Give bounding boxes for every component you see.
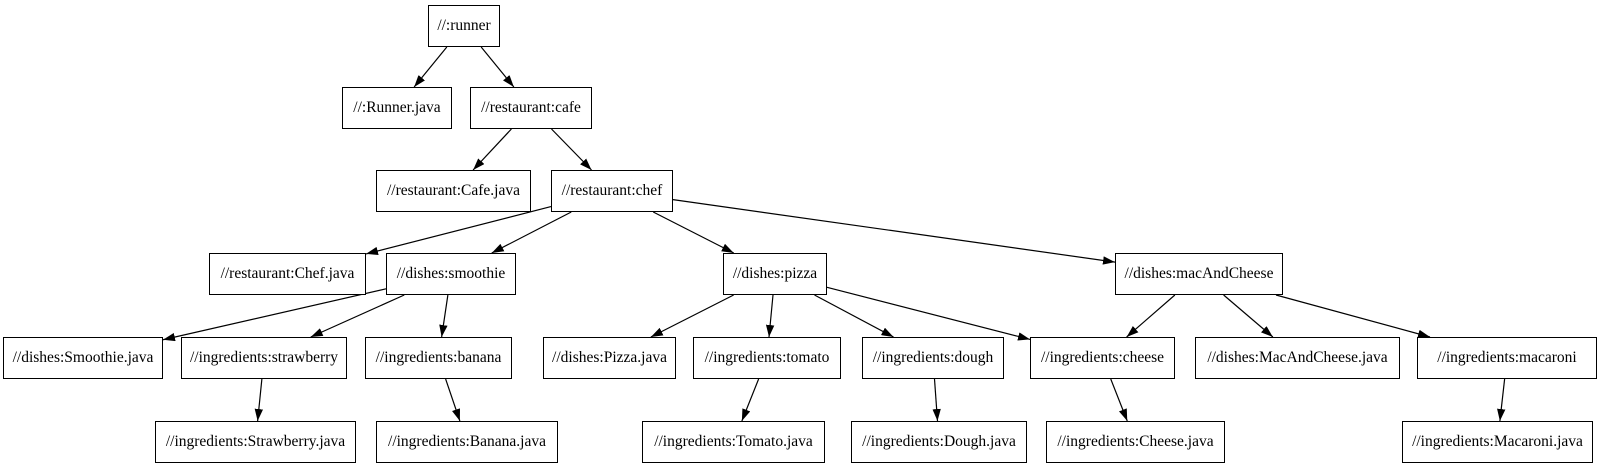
edge-runner-to-runner_java xyxy=(413,46,448,88)
node-restaurant-chef: //restaurant:chef xyxy=(551,170,673,212)
edge-smoothie-to-banana xyxy=(439,294,449,338)
node-ingredients-tomato: //ingredients:tomato xyxy=(693,337,841,379)
node-banana-java: //ingredients:Banana.java xyxy=(376,421,558,463)
edge-banana-to-banana_java xyxy=(445,378,461,422)
node-dishes-smoothie: //dishes:smoothie xyxy=(386,253,516,295)
node-chef-java: //restaurant:Chef.java xyxy=(209,253,366,295)
edge-macaroni-to-macaroni_java xyxy=(1497,378,1506,422)
node-ingredients-macaroni: //ingredients:macaroni xyxy=(1417,337,1597,379)
edge-dough-to-dough_java xyxy=(932,378,941,422)
edge-mac_and_cheese-to-mac_and_cheese_java xyxy=(1223,294,1274,338)
node-dishes-pizza: //dishes:pizza xyxy=(723,253,827,295)
node-macaroni-java: //ingredients:Macaroni.java xyxy=(1402,421,1593,463)
node-ingredients-strawberry: //ingredients:strawberry xyxy=(181,337,347,379)
edge-chef-to-pizza xyxy=(652,211,735,254)
node-pizza-java: //dishes:Pizza.java xyxy=(543,337,676,379)
node-restaurant-cafe: //restaurant:cafe xyxy=(470,87,592,129)
edge-runner-to-cafe xyxy=(480,46,515,88)
node-ingredients-banana: //ingredients:banana xyxy=(365,337,512,379)
edge-cafe-to-chef xyxy=(551,128,592,171)
edge-tomato-to-tomato_java xyxy=(741,378,760,422)
node-ingredients-cheese: //ingredients:cheese xyxy=(1030,337,1175,379)
node-runner: //:runner xyxy=(428,5,500,47)
edge-smoothie-to-smoothie_java xyxy=(162,288,387,342)
node-ingredients-dough: //ingredients:dough xyxy=(862,337,1004,379)
edge-cafe-to-cafe_java xyxy=(472,128,512,171)
node-tomato-java: //ingredients:Tomato.java xyxy=(642,421,825,463)
edge-chef-to-smoothie xyxy=(491,211,572,254)
node-cafe-java: //restaurant:Cafe.java xyxy=(376,170,531,212)
node-dishes-macandcheese: //dishes:macAndCheese xyxy=(1115,253,1283,295)
node-runner-java: //:Runner.java xyxy=(342,87,452,129)
edge-pizza-to-dough xyxy=(814,294,894,338)
node-cheese-java: //ingredients:Cheese.java xyxy=(1046,421,1225,463)
edge-chef-to-chef_java xyxy=(365,206,552,256)
edge-strawberry-to-strawberry_java xyxy=(254,378,264,422)
edge-mac_and_cheese-to-cheese xyxy=(1126,294,1176,338)
edge-cheese-to-cheese_java xyxy=(1110,378,1128,422)
edge-pizza-to-pizza_java xyxy=(650,294,734,338)
edge-mac_and_cheese-to-macaroni xyxy=(1275,294,1431,338)
node-smoothie-java: //dishes:Smoothie.java xyxy=(3,337,163,379)
node-macandcheese-java: //dishes:MacAndCheese.java xyxy=(1195,337,1400,379)
edge-smoothie-to-strawberry xyxy=(310,294,405,338)
node-strawberry-java: //ingredients:Strawberry.java xyxy=(155,421,356,463)
edge-pizza-to-tomato xyxy=(765,294,775,338)
node-dough-java: //ingredients:Dough.java xyxy=(851,421,1027,463)
edge-pizza-to-cheese xyxy=(826,286,1031,341)
